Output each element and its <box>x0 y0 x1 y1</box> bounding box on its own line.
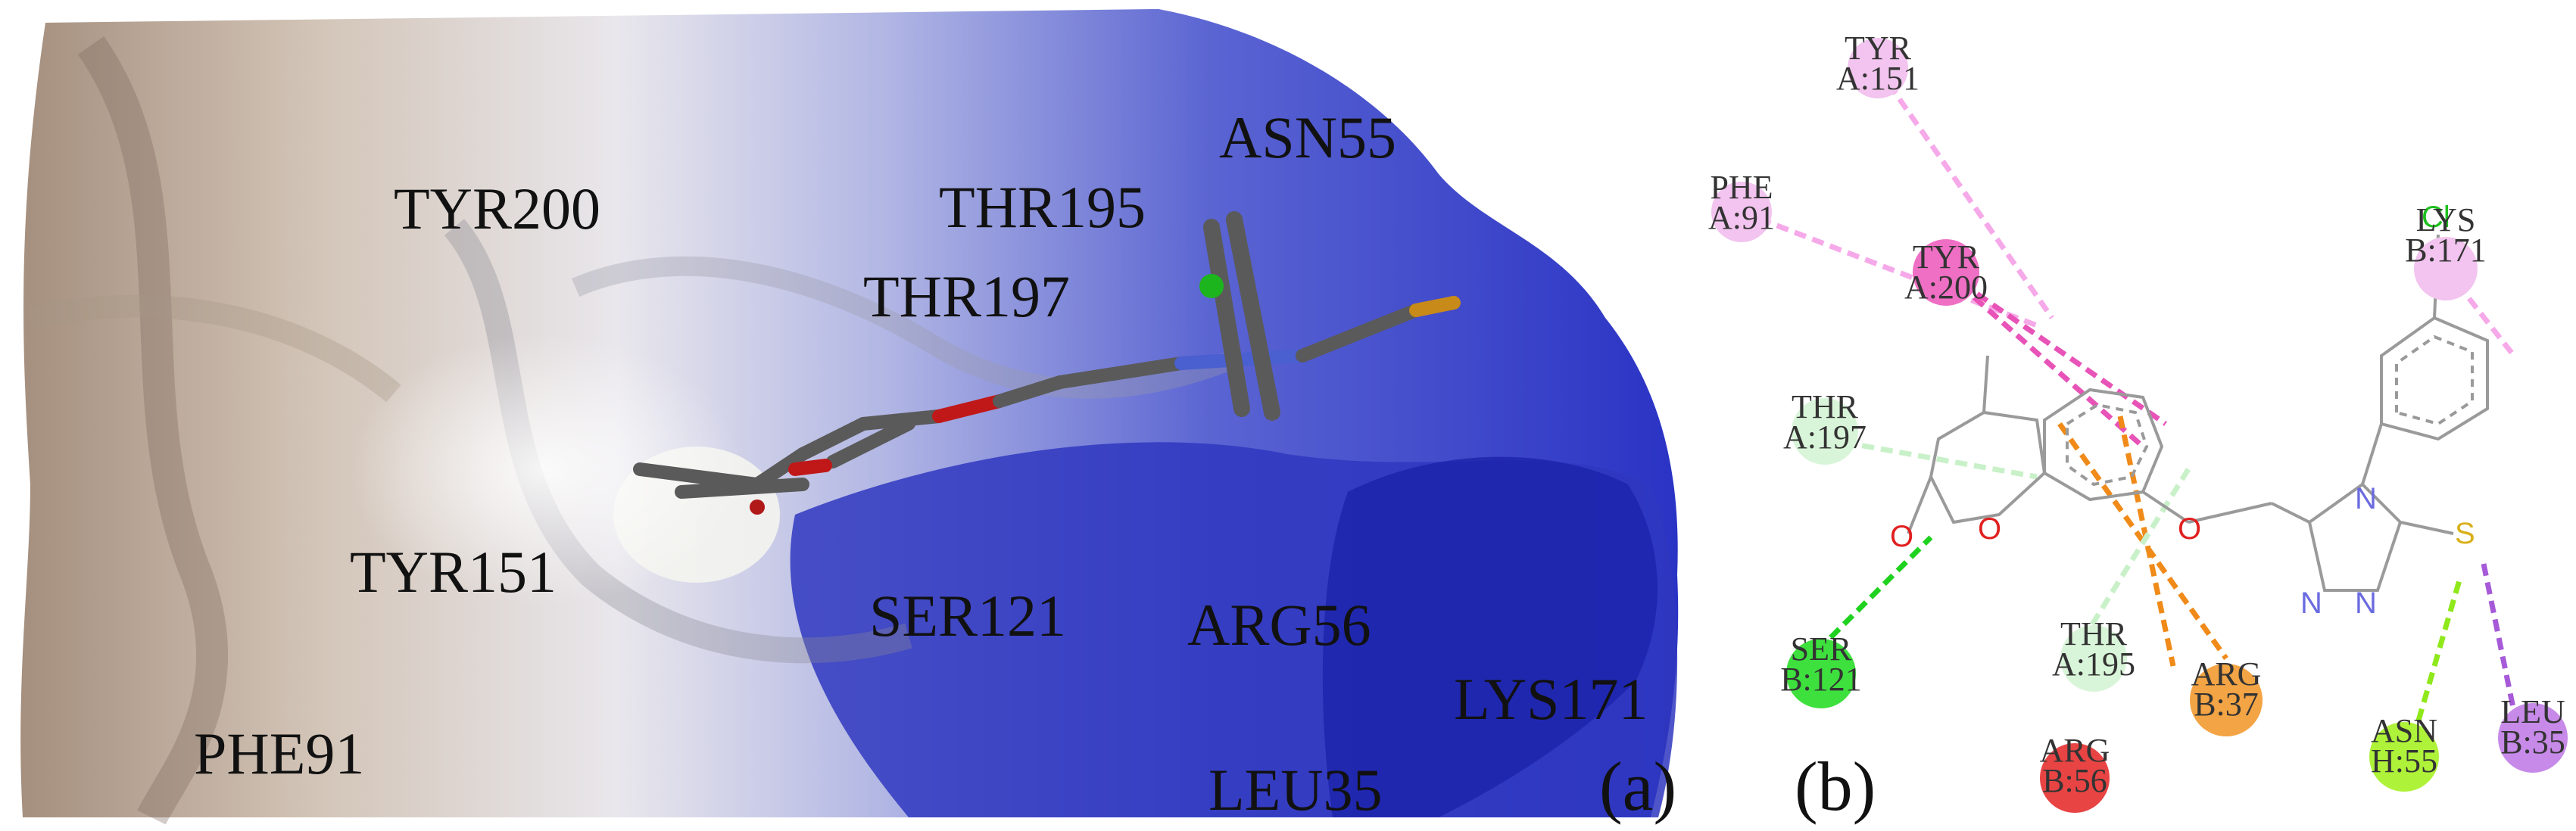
surface-lobe-ridge <box>1322 456 1658 817</box>
atom-s: S <box>2455 517 2475 550</box>
node-label-l1: LYS <box>2416 201 2476 238</box>
node-disc <box>2040 743 2110 813</box>
residue-label-leu35: LEU35 <box>1208 757 1383 823</box>
atom-o-ring: O <box>1978 512 2001 546</box>
ligand-sticks <box>633 211 1461 499</box>
residue-node-phe-a91: PHE A:91 <box>1708 169 1775 242</box>
node-label-l2: A:91 <box>1708 199 1775 236</box>
node-label-l2: A:197 <box>1783 419 1867 456</box>
panel-label-b: (b) <box>1795 748 1876 825</box>
node-label-l2: B:37 <box>2194 686 2259 723</box>
residue-node-asn-h55: ASN H:55 <box>2369 712 2439 792</box>
light-spot <box>348 333 742 605</box>
node-disc <box>1711 182 1772 242</box>
chlorine-atom <box>1199 274 1224 298</box>
node-label-l2: B:121 <box>1780 661 1862 698</box>
node-disc <box>2369 722 2439 792</box>
node-label-l2: B:56 <box>2042 762 2107 799</box>
residue-label-thr197: THR197 <box>863 263 1070 329</box>
atom-cl: Cl <box>2422 201 2450 234</box>
node-label-l2: B:35 <box>2500 724 2565 761</box>
residue-node-thr-a197: THR A:197 <box>1783 388 1867 465</box>
panel-label-a: (a) <box>1599 748 1676 825</box>
surface-svg: ASN55 THR195 TYR200 THR197 TYR151 SER121… <box>20 9 1679 825</box>
node-label-l1: PHE <box>1710 169 1773 206</box>
node-label-l2: A:195 <box>2052 646 2135 683</box>
node-disc <box>1792 398 1858 465</box>
node-label-l1: ARG <box>2191 655 2262 692</box>
node-disc <box>1786 639 1856 708</box>
residue-node-arg-b56: ARG B:56 <box>2040 732 2110 813</box>
atom-n1: N <box>2355 482 2377 515</box>
panel-b-interaction-diagram: O O O N N N S Cl TYR A:151 PHE A:91 TYR … <box>1696 0 2576 831</box>
node-label-l1: LEU <box>2500 693 2565 730</box>
residue-label-phe91: PHE91 <box>194 721 364 786</box>
node-label-l2: A:200 <box>1904 269 1988 306</box>
node-disc <box>1848 38 1908 98</box>
ribbon-4 <box>27 294 401 403</box>
residue-label-tyr200: TYR200 <box>394 176 600 241</box>
interaction-lines <box>1740 66 2517 758</box>
residue-node-thr-a195: THR A:195 <box>2052 615 2135 692</box>
node-disc <box>2414 237 2478 300</box>
node-label-l2: A:151 <box>1836 60 1920 97</box>
node-label-l2: H:55 <box>2371 742 2437 780</box>
residue-label-lys171: LYS171 <box>1454 666 1648 732</box>
node-disc <box>2190 664 2263 736</box>
atom-n3: N <box>2355 587 2377 620</box>
node-label-l1: SER <box>1791 630 1852 668</box>
residue-label-asn55: ASN55 <box>1219 104 1396 170</box>
atom-n2: N <box>2300 587 2322 620</box>
node-disc <box>1913 239 1979 306</box>
residue-node-ser-b121: SER B:121 <box>1780 630 1862 708</box>
residue-node-tyr-a200: TYR A:200 <box>1904 238 1988 306</box>
residue-label-ser121: SER121 <box>869 583 1066 649</box>
oxygen-atom <box>750 500 765 515</box>
atom-o-carbonyl: O <box>1890 520 1913 553</box>
interaction-svg: O O O N N N S Cl TYR A:151 PHE A:91 TYR … <box>1708 30 2568 825</box>
residue-label-arg56: ARG56 <box>1187 592 1371 658</box>
node-label-l2: B:171 <box>2405 232 2487 269</box>
residue-node-arg-b37: ARG B:37 <box>2190 655 2263 736</box>
node-label-l1: THR <box>2060 615 2128 652</box>
ribbon-3 <box>571 256 1246 399</box>
node-disc <box>2498 703 2568 773</box>
atom-o-ether: O <box>2178 512 2201 546</box>
ribbon-1 <box>77 36 229 825</box>
residue-node-tyr-a151: TYR A:151 <box>1836 30 1920 98</box>
residue-node-lys-b171: LYS B:171 <box>2405 201 2487 300</box>
node-label-l1: ARG <box>2040 732 2110 769</box>
node-disc <box>2060 625 2127 692</box>
residue-node-leu-b35: LEU B:35 <box>2498 693 2568 773</box>
panel-a-surface-view: ASN55 THR195 TYR200 THR197 TYR151 SER121… <box>20 9 1679 825</box>
residue-label-tyr151: TYR151 <box>350 539 557 605</box>
node-label-l1: TYR <box>1913 238 1980 275</box>
residue-label-thr195: THR195 <box>939 174 1146 240</box>
node-label-l1: TYR <box>1845 30 1912 67</box>
node-label-l1: THR <box>1792 388 1859 425</box>
node-label-l1: ASN <box>2371 712 2437 749</box>
